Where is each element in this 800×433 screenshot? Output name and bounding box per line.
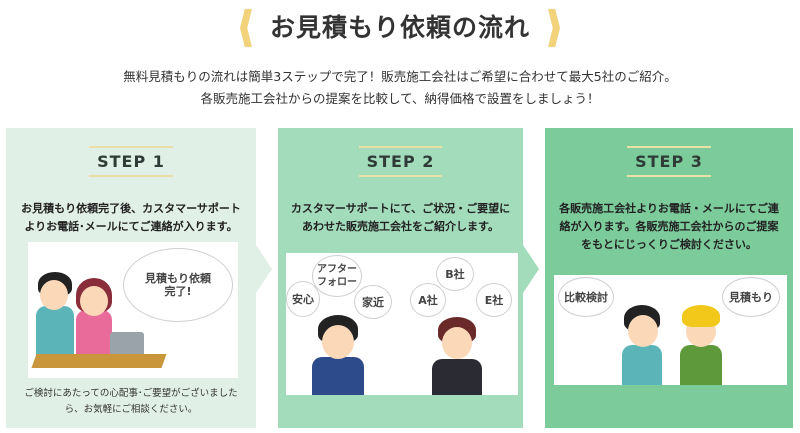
step-label: STEP 2 (358, 146, 443, 177)
step-1-heading: STEP 1 (6, 146, 256, 177)
step-2-heading: STEP 2 (278, 146, 523, 177)
step-3-description: 各販売施工会社よりお電話・メールにてご連 絡が入ります。各販売施工会社からのご提… (551, 200, 787, 254)
step-2-description: カスタマーサポートにて、ご状況・ご要望に あわせた販売施工会社をご紹介します。 (284, 200, 517, 236)
bubble-text: 比較検討 (564, 290, 608, 304)
desc-line: 絡が入ります。各販売施工会社からのご提案 (559, 220, 779, 233)
desc-line: 各販売施工会社よりお電話・メールにてご連 (559, 202, 779, 215)
note-line: ら、お気軽にご相談ください。 (64, 404, 198, 415)
step-label: STEP 3 (627, 146, 711, 177)
step-2-panel: STEP 2 カスタマーサポートにて、ご状況・ご要望に あわせた販売施工会社をご… (278, 128, 523, 428)
lead-line: 無料見積もりの流れは簡単3ステップで完了！販売施工会社はご希望に合わせて最大5社… (123, 69, 677, 84)
step-1-illustration: 見積もり依頼完了! (28, 242, 238, 378)
arrow-right-icon (256, 245, 272, 293)
desc-line: よりお電話･メールにてご連絡が入ります。 (24, 220, 238, 233)
bubble-text: 完了! (164, 285, 192, 298)
desc-line: をもとにじっくりご検討ください。 (581, 238, 757, 251)
arrow-right-icon (523, 245, 539, 293)
note-line: ご検討にあたっての心配事･ご要望がございました (24, 388, 238, 399)
bubble-text: 見積もり (729, 290, 773, 304)
speech-bubble: E社 (476, 283, 512, 317)
speech-bubble: 家近 (354, 285, 392, 319)
speech-bubble: 比較検討 (558, 277, 614, 317)
speech-bubble: 安心 (286, 281, 320, 317)
step-1-panel: STEP 1 お見積もり依頼完了後、カスタマーサポート よりお電話･メールにてご… (6, 128, 256, 428)
speech-bubble: B社 (436, 257, 474, 291)
bubble-text: 家近 (362, 295, 384, 309)
title-bracket-right (548, 9, 560, 47)
speech-bubble: 見積もり (722, 277, 780, 317)
desc-line: お見積もり依頼完了後、カスタマーサポート (21, 202, 241, 215)
bubble-text: 安心 (292, 292, 314, 306)
step-1-description: お見積もり依頼完了後、カスタマーサポート よりお電話･メールにてご連絡が入ります… (12, 200, 250, 236)
step-3-heading: STEP 3 (545, 146, 793, 177)
speech-bubble: アフターフォロー (312, 255, 362, 297)
bubble-text: フォロー (317, 277, 357, 288)
title-bracket-left (240, 9, 252, 47)
desc-line: あわせた販売施工会社をご紹介します。 (302, 220, 499, 233)
step-label: STEP 1 (89, 146, 173, 177)
desk-icon (31, 354, 167, 368)
lead-text: 無料見積もりの流れは簡単3ステップで完了！販売施工会社はご希望に合わせて最大5社… (0, 66, 800, 110)
bubble-text: アフター (317, 264, 357, 275)
speech-bubble: 見積もり依頼完了! (123, 248, 233, 322)
desc-line: カスタマーサポートにて、ご状況・ご要望に (290, 202, 511, 215)
speech-bubble: A社 (410, 283, 446, 317)
step-1-note: ご検討にあたっての心配事･ご要望がございました ら、お気軽にご相談ください。 (14, 386, 248, 418)
step-2-illustration: アフターフォロー 安心 家近 B社 A社 E社 (286, 253, 518, 395)
step-3-panel: STEP 3 各販売施工会社よりお電話・メールにてご連 絡が入ります。各販売施工… (545, 128, 793, 428)
bubble-text: E社 (484, 293, 504, 307)
step-3-illustration: 比較検討 見積もり (554, 275, 787, 385)
bubble-text: A社 (418, 293, 438, 307)
lead-line: 各販売施工会社からの提案を比較して、納得価格で設置をしましょう！ (200, 91, 600, 106)
page-title: お見積もり依頼の流れ (269, 13, 530, 42)
bubble-text: 見積もり依頼 (145, 272, 211, 285)
bubble-text: B社 (445, 267, 465, 281)
